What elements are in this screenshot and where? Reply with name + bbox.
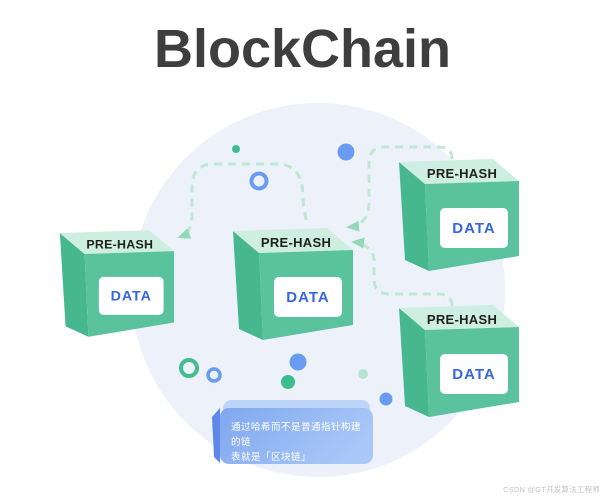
callout-shape (212, 400, 373, 464)
cube-left-face (399, 308, 429, 417)
data-label: DATA (452, 366, 495, 383)
block-3: PRE-HASH DATA (396, 156, 520, 274)
callout-body (220, 408, 373, 464)
cube-icon: PRE-HASH DATA (233, 228, 353, 340)
prehash-label: PRE-HASH (261, 235, 331, 250)
cube-left-face (233, 231, 263, 340)
data-box (274, 277, 342, 317)
callout-left-edge (212, 408, 220, 463)
prehash-label: PRE-HASH (427, 312, 497, 327)
cube-top-face (59, 230, 175, 254)
cube-icon: PRE-HASH DATA (59, 230, 175, 337)
data-box (98, 276, 164, 315)
cube-icon: PRE-HASH DATA (399, 305, 519, 417)
cube-left-face (59, 233, 89, 337)
callout-line-1: 通过哈希而不是普通指针构建的链 (231, 422, 362, 448)
cube-icon: PRE-HASH DATA (399, 159, 519, 271)
data-box (440, 208, 508, 248)
block-2: PRE-HASH DATA (230, 225, 354, 343)
callout-text: 通过哈希而不是普通指针构建的链 表就是「区块链」 (231, 420, 369, 465)
page-title: BlockChain (153, 19, 452, 79)
callout-line-2: 表就是「区块链」 (231, 452, 312, 463)
cube-top-face (399, 305, 519, 330)
prehash-label: PRE-HASH (86, 237, 153, 251)
block-4: PRE-HASH DATA (396, 302, 520, 420)
data-label: DATA (111, 289, 152, 305)
data-label: DATA (452, 220, 495, 237)
data-box (440, 354, 508, 394)
prehash-label: PRE-HASH (427, 166, 497, 181)
data-label: DATA (286, 289, 329, 306)
watermark: CSDN @GT开发算法工程师 (503, 485, 600, 494)
callout: 通过哈希而不是普通指针构建的链 表就是「区块链」 (205, 398, 377, 470)
block-1: PRE-HASH DATA (57, 227, 175, 340)
